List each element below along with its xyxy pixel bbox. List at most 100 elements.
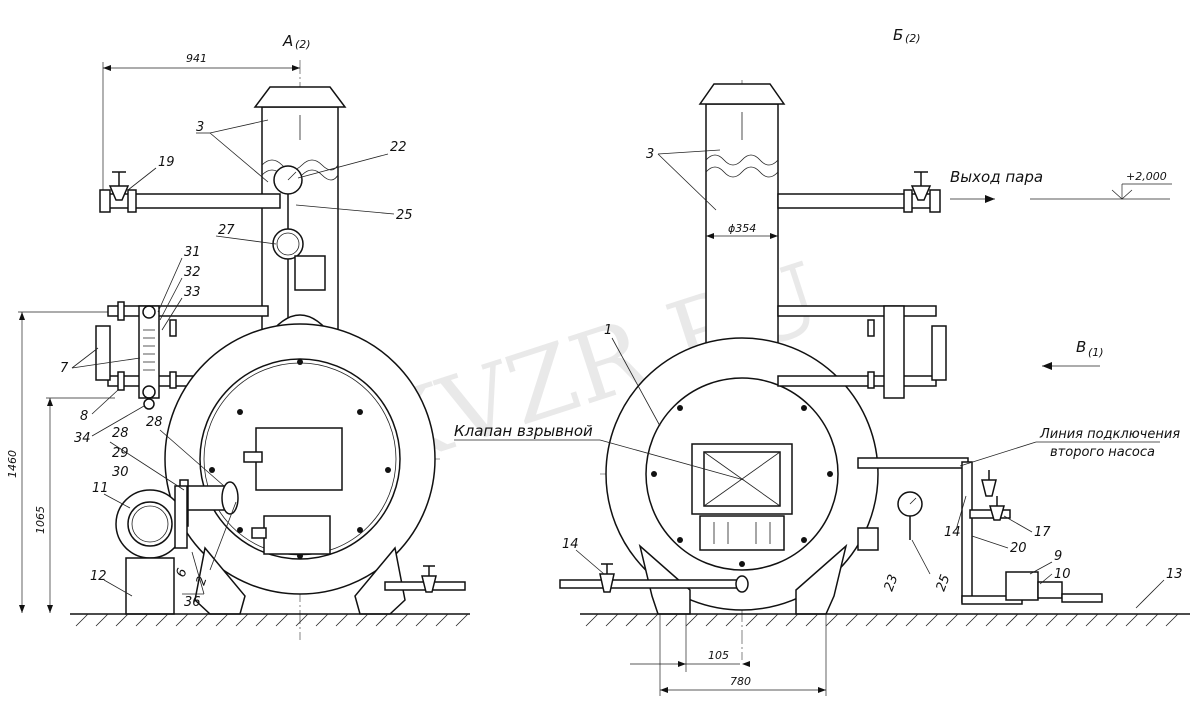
door-latch xyxy=(243,451,263,463)
leader xyxy=(71,347,99,369)
pump-riser xyxy=(961,461,973,603)
arrow xyxy=(818,687,826,693)
leader xyxy=(127,167,157,191)
burner-flange xyxy=(221,481,239,515)
leader xyxy=(295,204,395,215)
callout-11: 11 xyxy=(92,481,109,496)
callout-8: 8 xyxy=(80,409,88,424)
arrow xyxy=(1042,362,1052,370)
leader xyxy=(157,257,183,313)
dim-941: 941 xyxy=(186,52,207,65)
callout-b-23: 23 xyxy=(882,573,902,594)
leader xyxy=(599,439,745,481)
leader xyxy=(657,149,721,155)
pump-motor-10 xyxy=(1037,581,1063,599)
callout-b-17: 17 xyxy=(1034,525,1051,540)
arrow xyxy=(742,661,750,667)
leader xyxy=(297,153,389,179)
pump-line-pipe xyxy=(857,457,969,469)
pump-9 xyxy=(1005,571,1039,601)
ground-hatch-b xyxy=(585,613,1179,627)
gauge-column xyxy=(138,305,160,399)
callout-33: 33 xyxy=(184,285,201,300)
pump-line-label-1: Линия подключения xyxy=(1039,427,1180,442)
arrow xyxy=(47,605,53,613)
callout-6: 6 xyxy=(174,566,191,579)
view-b-title-sub: (2) xyxy=(905,32,921,45)
leader xyxy=(575,549,605,575)
leader xyxy=(971,535,1009,549)
callout-32: 32 xyxy=(184,265,201,280)
pipe-flange xyxy=(929,189,941,213)
arrow xyxy=(292,65,300,71)
callout-29: 29 xyxy=(112,446,129,461)
door-bolts xyxy=(209,359,391,559)
callout-34: 34 xyxy=(74,431,91,446)
drain-valve-b xyxy=(599,573,615,593)
gauge-pipe-top xyxy=(107,305,269,317)
arrow xyxy=(19,605,25,613)
grate xyxy=(699,515,785,551)
leader xyxy=(191,551,205,595)
dim-1460: 1460 xyxy=(6,450,19,478)
leader xyxy=(109,441,185,491)
pump-valve-17 xyxy=(989,505,1005,521)
leader xyxy=(611,337,661,427)
chimney-break-b xyxy=(705,166,779,178)
chimney-break xyxy=(261,159,339,171)
leader xyxy=(103,493,131,509)
ring-bolts-b xyxy=(651,405,833,567)
boiler-ring-b xyxy=(645,377,839,571)
siphon-loop-inner xyxy=(276,232,300,256)
gauge-glass-7 xyxy=(95,325,111,381)
callout-b-13: 13 xyxy=(1166,567,1183,582)
view-v-label: В xyxy=(1076,338,1086,356)
dim-1065: 1065 xyxy=(34,506,47,534)
arrow xyxy=(103,65,111,71)
gauge-cock xyxy=(143,398,155,410)
arrow xyxy=(706,233,714,239)
leader xyxy=(1039,573,1053,585)
pump-line-label-2: второго насоса xyxy=(1050,445,1155,460)
chimney-break xyxy=(261,169,339,181)
arrow xyxy=(770,233,778,239)
pipe-flange xyxy=(99,189,111,213)
fan-inlet xyxy=(127,501,173,547)
pipe-flange xyxy=(127,189,137,213)
leader xyxy=(1003,515,1033,533)
dim-354: ϕ354 xyxy=(728,222,756,235)
view-a: А (2) 941 1460 1065 xyxy=(6,32,470,640)
pump-branch xyxy=(969,509,1011,519)
callout-36: 36 xyxy=(184,595,201,610)
flange xyxy=(169,319,177,337)
view-b-title: Б xyxy=(893,26,903,44)
gauge-cock xyxy=(142,305,156,319)
valve-19 xyxy=(108,185,130,201)
leader xyxy=(159,277,183,321)
grate-bars xyxy=(713,522,771,544)
leader xyxy=(71,357,141,369)
fan-stand-12 xyxy=(125,557,175,615)
callout-19: 19 xyxy=(158,155,175,170)
callout-30: 30 xyxy=(112,465,129,480)
leader xyxy=(209,132,269,183)
pump-valve xyxy=(981,479,997,497)
callout-b-10: 10 xyxy=(1054,567,1071,582)
callout-3: 3 xyxy=(196,120,204,135)
chimney-cap-b xyxy=(698,83,786,105)
leader xyxy=(1029,561,1053,575)
leader xyxy=(209,119,269,134)
leader xyxy=(159,429,225,487)
leader xyxy=(209,501,237,571)
callout-b-14a: 14 xyxy=(562,537,579,552)
gauge-glass-lines xyxy=(143,329,155,371)
pump-out-pipe xyxy=(1061,593,1103,603)
flange xyxy=(169,371,177,389)
drain-flange-b xyxy=(735,575,749,593)
leader xyxy=(1135,579,1165,609)
view-b: Б (2) ϕ354 Выход пара +2,000 xyxy=(454,26,1190,696)
level-value: +2,000 xyxy=(1126,170,1167,183)
ground-hatch-a xyxy=(75,613,469,627)
flange xyxy=(867,371,875,389)
